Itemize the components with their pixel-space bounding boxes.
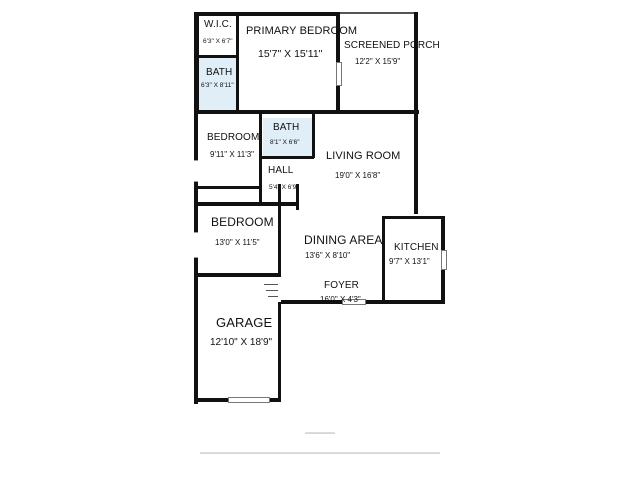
room-name-kitchen: KITCHEN xyxy=(394,242,439,253)
room-dims-bedroom-2: 13'0" X 11'5" xyxy=(215,238,260,247)
room-name-screened-porch: SCREENED PORCH xyxy=(344,40,440,51)
room-name-living-room: LIVING ROOM xyxy=(326,150,401,162)
room-dims-hall: 5'4" X 6'9" xyxy=(269,184,299,191)
front-door xyxy=(342,299,366,305)
room-dims-bath-1: 6'3" X 8'11" xyxy=(201,82,234,89)
steps xyxy=(266,290,278,291)
wall xyxy=(262,156,314,159)
room-name-bedroom-1: BEDROOM xyxy=(207,132,260,143)
room-dims-wic: 6'3" X 6'7" xyxy=(203,38,233,45)
kitchen-door xyxy=(441,250,447,270)
wall xyxy=(296,184,299,210)
room-name-wic: W.I.C. xyxy=(204,19,232,30)
watermark: ▬▬▬▬▬ xyxy=(305,430,335,436)
room-name-bedroom-2: BEDROOM xyxy=(211,215,274,229)
wall xyxy=(414,12,418,114)
wall xyxy=(281,300,382,304)
room-dims-screened-porch: 12'2" X 15'9" xyxy=(355,57,401,66)
room-dims-primary-bedroom: 15'7" X 15'11" xyxy=(258,48,323,60)
garage-door xyxy=(228,397,270,403)
room-dims-garage: 12'10" X 18'9" xyxy=(210,337,273,348)
wall xyxy=(278,206,281,276)
bath-2-fill xyxy=(263,118,314,158)
wall xyxy=(414,112,418,214)
wall xyxy=(236,12,239,112)
room-dims-bath-2: 8'1" X 6'6" xyxy=(270,139,300,146)
wall xyxy=(382,216,385,302)
watermark: ▬▬▬▬▬▬▬▬▬▬▬▬▬▬▬▬▬▬▬▬▬▬▬▬▬▬▬▬▬▬▬▬▬▬▬▬▬▬▬▬ xyxy=(200,450,440,456)
room-dims-bedroom-1: 9'11" X 11'3" xyxy=(210,150,255,159)
room-name-dining-area: DINING AREA xyxy=(304,233,383,247)
room-dims-dining-area: 13'6" X 8'10" xyxy=(305,251,351,260)
room-name-bath-1: BATH xyxy=(206,67,233,78)
wall xyxy=(194,202,296,206)
room-name-foyer: FOYER xyxy=(324,280,359,291)
wall xyxy=(278,184,281,206)
room-dims-kitchen: 9'7" X 13'1" xyxy=(389,257,430,266)
window xyxy=(194,160,198,182)
porch-door xyxy=(336,62,342,86)
wall xyxy=(382,300,445,304)
wall xyxy=(194,12,340,16)
wall xyxy=(194,110,419,114)
wall xyxy=(382,216,444,219)
wall xyxy=(194,114,198,404)
wall xyxy=(259,114,262,206)
steps xyxy=(268,296,278,297)
wall xyxy=(194,186,262,189)
wall xyxy=(194,12,199,114)
bath-1-fill xyxy=(198,57,236,112)
porch-screen xyxy=(340,12,416,14)
steps xyxy=(264,284,278,285)
room-name-bath-2: BATH xyxy=(273,122,300,133)
room-name-hall: HALL xyxy=(268,165,294,176)
room-dims-living-room: 19'0" X 16'8" xyxy=(335,171,381,180)
wall xyxy=(194,273,281,277)
window xyxy=(194,232,198,258)
room-name-garage: GARAGE xyxy=(216,315,273,330)
room-name-primary-bedroom: PRIMARY BEDROOM xyxy=(246,25,358,37)
room-dims-foyer: 16'0" X 4'3" xyxy=(320,295,361,304)
wall xyxy=(194,55,239,58)
wall xyxy=(278,302,281,402)
wall xyxy=(312,114,315,158)
